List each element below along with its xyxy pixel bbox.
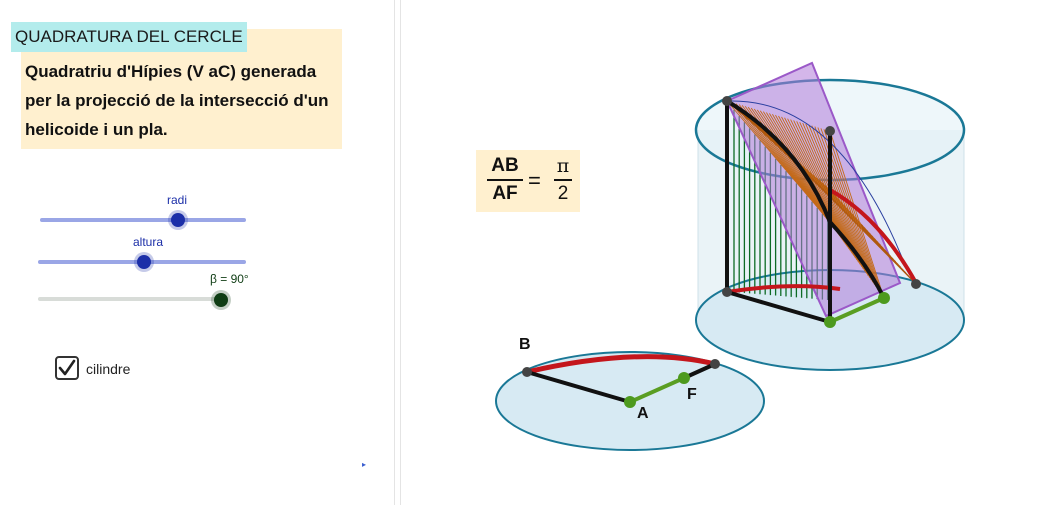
slider-altura-thumb[interactable] [137, 255, 151, 269]
point-b-label: B [519, 336, 531, 353]
point-f[interactable] [678, 372, 690, 384]
cilindre-checkbox[interactable] [55, 356, 79, 380]
description-line-3: helicoide i un pla. [25, 120, 168, 139]
fraction-numerator-pi: π [556, 155, 570, 177]
fraction-pi-2: π 2 [554, 154, 572, 206]
fan-line [826, 129, 883, 296]
upper-green-point-f[interactable] [878, 292, 890, 304]
bottom-axis-point[interactable] [722, 287, 732, 297]
quadratrix-curve [725, 99, 886, 299]
page-title: QUADRATURA DEL CERCLE [11, 22, 247, 52]
fan-line [823, 129, 882, 294]
point-end[interactable] [710, 359, 720, 369]
slider-beta-track[interactable] [38, 297, 222, 301]
graphics-view[interactable]: B A F [401, 0, 1049, 505]
arrow-icon[interactable]: ▸ [362, 460, 367, 469]
point-a[interactable] [624, 396, 636, 408]
fraction-ab-af: AB AF [487, 154, 523, 206]
fraction-numerator-ab: AB [491, 155, 519, 176]
slider-beta-label: β = 90° [210, 272, 249, 286]
right-arc-point[interactable] [911, 279, 921, 289]
fan-line [802, 122, 871, 279]
fan-line [814, 126, 877, 287]
description-line-2: per la projecció de la intersecció d'un [25, 91, 329, 110]
top-axis-point[interactable] [722, 96, 732, 106]
check-icon [58, 359, 76, 376]
slider-beta-thumb[interactable] [214, 293, 228, 307]
slider-radi-thumb[interactable] [171, 213, 185, 227]
panel-divider[interactable] [394, 0, 395, 505]
top-front-point[interactable] [825, 126, 835, 136]
fan-line [817, 127, 879, 290]
fan-line [808, 124, 874, 283]
fan-line [799, 121, 869, 276]
upper-green-segment [829, 296, 885, 324]
upper-green-point-a[interactable] [824, 316, 836, 328]
slider-altura-label: altura [133, 235, 164, 249]
point-b[interactable] [522, 367, 532, 377]
base-segment-af [629, 376, 685, 404]
fan-line [829, 130, 885, 299]
panel-divider-edge [400, 0, 401, 505]
fraction-denominator-2: 2 [557, 182, 569, 204]
fan-line [811, 125, 875, 285]
slider-radi-label: radi [167, 193, 188, 207]
point-f-label: F [687, 386, 697, 403]
fraction-denominator-af: AF [492, 183, 518, 204]
bottom-radius-edge [726, 290, 831, 324]
base-radius-ab [526, 370, 631, 404]
algebra-panel: Quadratriu d'Hípies (V aC) generada per … [0, 0, 394, 505]
description-line-1: Quadratriu d'Hípies (V aC) generada [25, 62, 317, 81]
fan-line [805, 123, 872, 281]
equals-sign: = [528, 168, 541, 193]
fraction-bar [487, 179, 523, 181]
cilindre-checkbox-label: cilindre [86, 361, 131, 377]
upper-red-arc [829, 188, 918, 284]
base-red-arc [526, 354, 716, 375]
slider-radi-track[interactable] [40, 218, 246, 222]
fraction-bar [554, 179, 572, 181]
formula-box: AB AF = π 2 [476, 150, 580, 212]
point-a-label: A [637, 405, 649, 422]
